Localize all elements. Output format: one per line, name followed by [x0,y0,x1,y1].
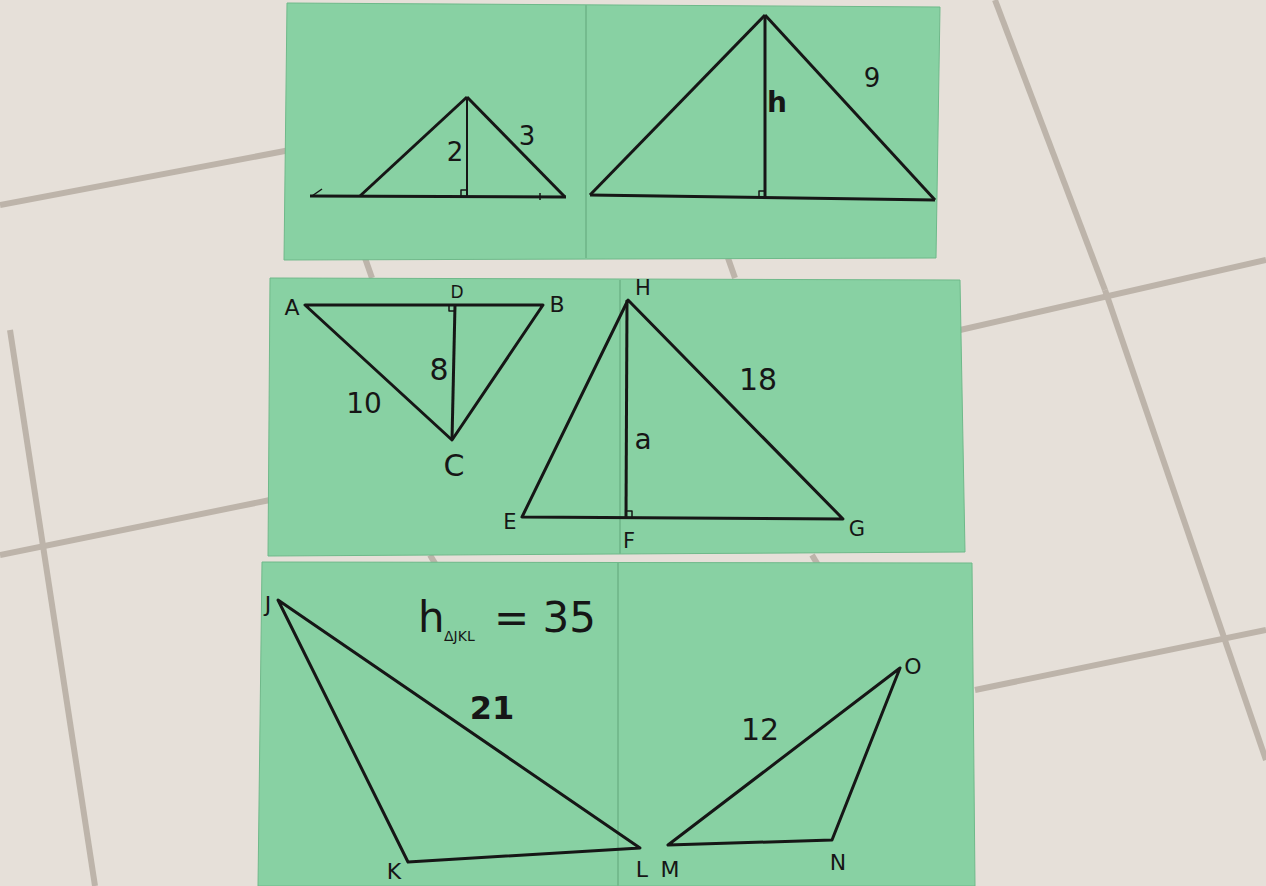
vertex-label: G [849,519,865,540]
vertex-label: A [284,297,299,319]
measure-label: 18 [739,365,777,395]
vertex-label: K [387,861,401,883]
measure-label: 10 [346,390,382,418]
measure-label: 12 [741,715,779,745]
vertex-label: F [623,531,635,552]
vertex-label: O [904,656,921,678]
measure-label: 2 [447,139,464,165]
vertex-label: D [450,284,463,301]
vertex-label: C [444,451,465,481]
measure-label: 21 [470,692,515,724]
vertex-label: L [636,859,648,881]
vertex-label: E [503,512,516,533]
vertex-label: M [661,859,680,881]
height-formula: = 35 [494,597,596,639]
height-label: a [634,426,651,454]
vertex-label: N [830,852,846,874]
measure-label: 3 [519,123,536,149]
vertex-label: J [265,594,272,616]
height-formula: h [418,597,445,639]
height-label: h [767,89,787,117]
vertex-label: H [635,278,651,299]
measure-label: 9 [864,65,881,91]
measure-label: 8 [429,355,448,385]
vertex-label: B [549,294,564,316]
height-subscript: ΔJKL [444,629,475,643]
